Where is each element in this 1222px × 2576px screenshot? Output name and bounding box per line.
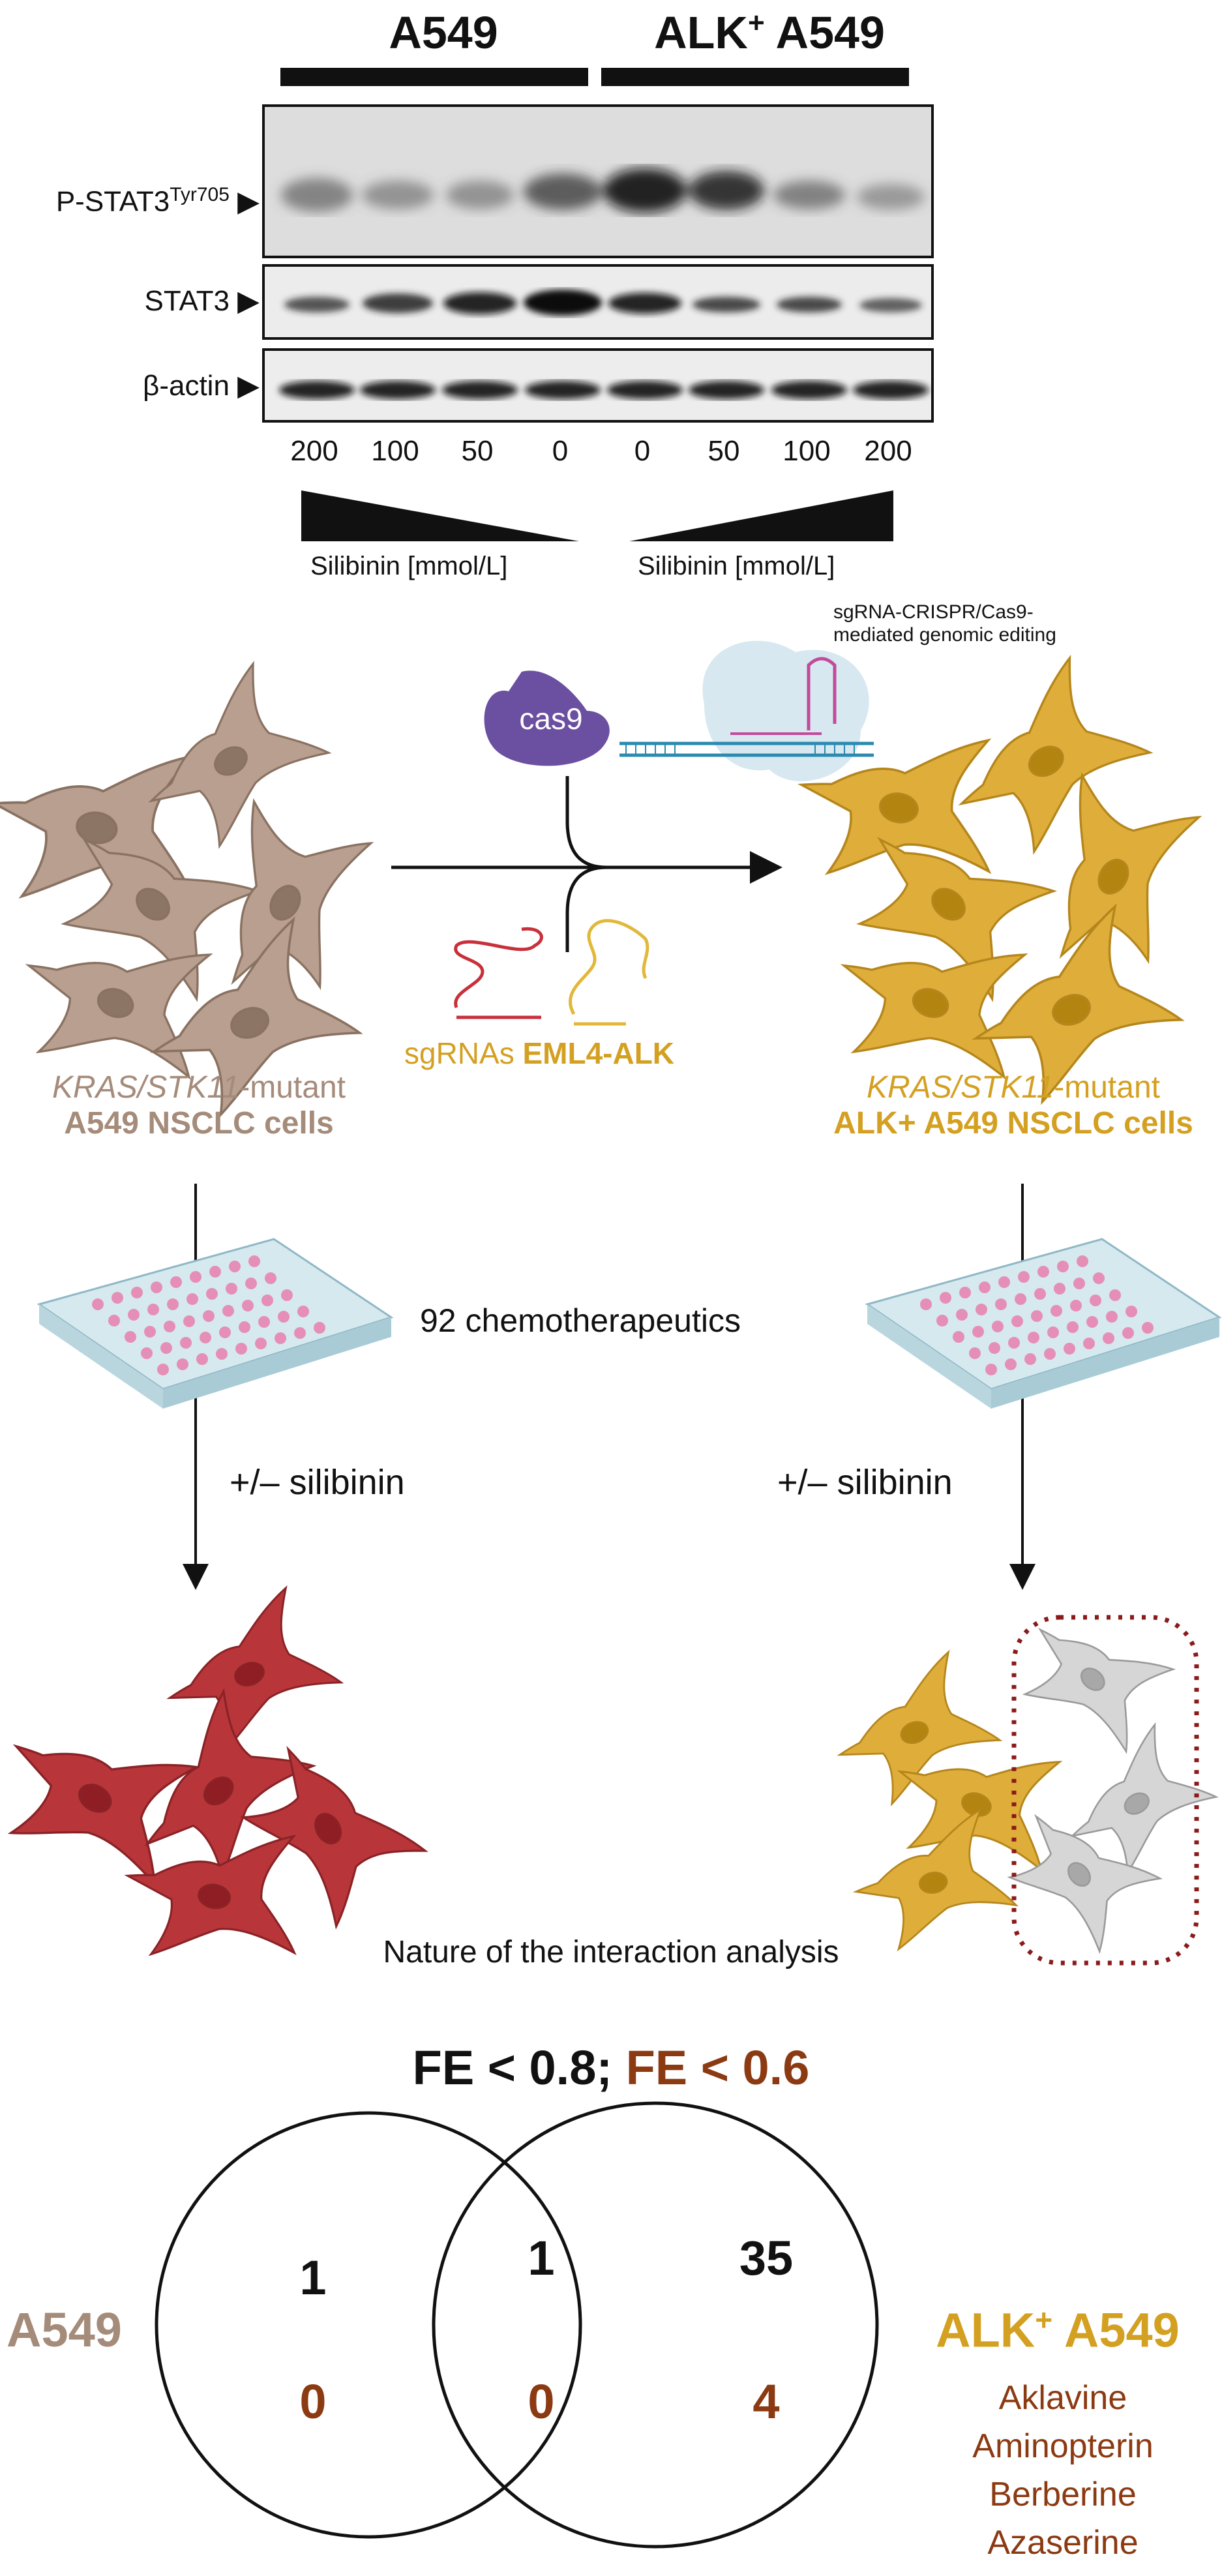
sgrna-prefix: sgRNAs — [404, 1036, 523, 1070]
analysis-label: Nature of the interaction analysis — [383, 1935, 839, 1969]
venn-circle-a549 — [155, 2111, 582, 2539]
a549-cells-label-rest: -mutant — [239, 1070, 346, 1105]
alk-cells-label-line2: ALK+ A549 NSCLC cells — [833, 1106, 1193, 1141]
a549-cells-label-line1: KRAS/STK11-mutant — [0, 1070, 398, 1105]
cas9-protein-icon — [484, 670, 610, 766]
alk-cells-label-rest: -mutant — [1054, 1070, 1160, 1105]
group-bar-right — [601, 68, 909, 86]
a549-cells-cluster — [0, 652, 396, 1130]
blot-panel-pstat3 — [262, 104, 934, 258]
drug-item: Berberine — [989, 2476, 1137, 2513]
venn-label-a549: A549 — [7, 2303, 122, 2357]
blot-panel-actin — [262, 348, 934, 423]
venn-count-overlap-fe06: 0 — [528, 2374, 555, 2429]
venn-circle-alk-a549 — [432, 2101, 879, 2549]
a549-cells-label-line2: A549 NSCLC cells — [64, 1106, 334, 1141]
venn-count-overlap-fe08: 1 — [528, 2231, 555, 2285]
alk-cells-label-line1: KRAS/STK11-mutant — [805, 1070, 1222, 1105]
treated-alk-cells-gray — [989, 1586, 1222, 1966]
conc-1: 200 — [290, 435, 338, 467]
stat3-bands — [265, 267, 931, 337]
group-label-sup: + — [747, 7, 765, 39]
arrow-stat3-icon: ▶ — [237, 285, 260, 317]
venn-label-alk: ALK — [936, 2303, 1036, 2358]
well-plate-left-icon — [37, 1238, 394, 1409]
arrow-pstat3-icon: ▶ — [237, 185, 260, 218]
treated-a549-cells — [0, 1580, 437, 1980]
merge-line-top — [565, 776, 607, 869]
conc-3: 50 — [461, 435, 494, 467]
crispr-caption-line1: sgRNA-CRISPR/Cas9- — [833, 601, 1034, 623]
row-label-pstat3-text: P-STAT3 — [55, 185, 170, 218]
conc-5: 0 — [634, 435, 651, 467]
row-label-pstat3: P-STAT3Tyr705 ▶ — [0, 184, 260, 218]
venn-count-right-fe08: 35 — [739, 2231, 794, 2285]
treatment-left-label: +/– silibinin — [230, 1463, 405, 1502]
conc-2: 100 — [371, 435, 419, 467]
sgrna-red-icon — [454, 927, 543, 1019]
a549-cells-label: KRAS/STK11-mutant A549 NSCLC cells — [0, 1070, 398, 1141]
group-label-alk: ALK — [654, 7, 748, 58]
treated-alk-cells-yellow — [818, 1645, 1079, 1956]
venn-count-left-fe08: 1 — [299, 2251, 327, 2305]
arrow-actin-icon: ▶ — [237, 370, 260, 402]
alk-cells-label-italic: KRAS/STK11 — [867, 1070, 1054, 1105]
venn-title: FE < 0.8; FE < 0.6 — [0, 2040, 1222, 2095]
sgrna-yellow-icon — [569, 919, 649, 1026]
venn-label-alk-rest: A549 — [1052, 2303, 1180, 2358]
dose-label-right: Silibinin [mmol/L] — [638, 552, 835, 580]
well-plate-right-icon — [865, 1238, 1222, 1409]
conc-6: 50 — [708, 435, 740, 467]
drug-item: Azaserine — [987, 2524, 1139, 2562]
conc-8: 200 — [864, 435, 912, 467]
drug-list: Aklavine Aminopterin Berberine Azaserine — [926, 2374, 1200, 2567]
venn-label-alk-a549: ALK+ A549 — [893, 2302, 1222, 2358]
group-label-a549: A549 — [389, 7, 498, 58]
merge-line-bottom — [565, 865, 607, 952]
row-label-stat3: STAT3 ▶ — [0, 284, 260, 318]
actin-bands — [265, 351, 931, 420]
crispr-caption-line2: mediated genomic editing — [833, 624, 1056, 646]
crispr-complex-icon — [619, 640, 874, 781]
conc-7: 100 — [782, 435, 831, 467]
venn-count-left-fe06: 0 — [299, 2374, 327, 2429]
group-label-rest: A549 — [764, 7, 885, 58]
pstat3-bands — [265, 107, 931, 256]
blot-panel-stat3 — [262, 264, 934, 340]
row-label-actin: β-actin ▶ — [0, 369, 260, 402]
alk-a549-cells-cluster — [786, 646, 1222, 1117]
dose-label-left: Silibinin [mmol/L] — [310, 552, 508, 580]
group-bar-left — [280, 68, 588, 86]
chemo-label: 92 chemotherapeutics — [420, 1302, 741, 1339]
drug-item: Aklavine — [998, 2379, 1127, 2417]
venn-title-part1: FE < 0.8; — [412, 2041, 626, 2095]
venn-count-right-fe06: 4 — [753, 2374, 780, 2429]
venn-title-part2: FE < 0.6 — [625, 2041, 810, 2095]
drug-item: Aminopterin — [972, 2427, 1154, 2465]
cas9-label: cas9 — [519, 702, 583, 736]
row-label-actin-text: β-actin — [143, 370, 230, 402]
conc-4: 0 — [552, 435, 569, 467]
treatment-right-label: +/– silibinin — [777, 1463, 953, 1502]
sgrna-target: EML4-ALK — [522, 1036, 675, 1070]
row-label-stat3-text: STAT3 — [144, 285, 230, 317]
a549-cells-label-italic: KRAS/STK11 — [52, 1070, 240, 1105]
alk-cells-label: KRAS/STK11-mutant ALK+ A549 NSCLC cells — [805, 1070, 1222, 1141]
sgrna-label: sgRNAs EML4-ALK — [404, 1036, 674, 1071]
group-label-alk-a549: ALK+ A549 — [587, 7, 952, 59]
row-label-pstat3-sup: Tyr705 — [170, 184, 230, 205]
venn-label-alk-sup: + — [1035, 2303, 1053, 2337]
